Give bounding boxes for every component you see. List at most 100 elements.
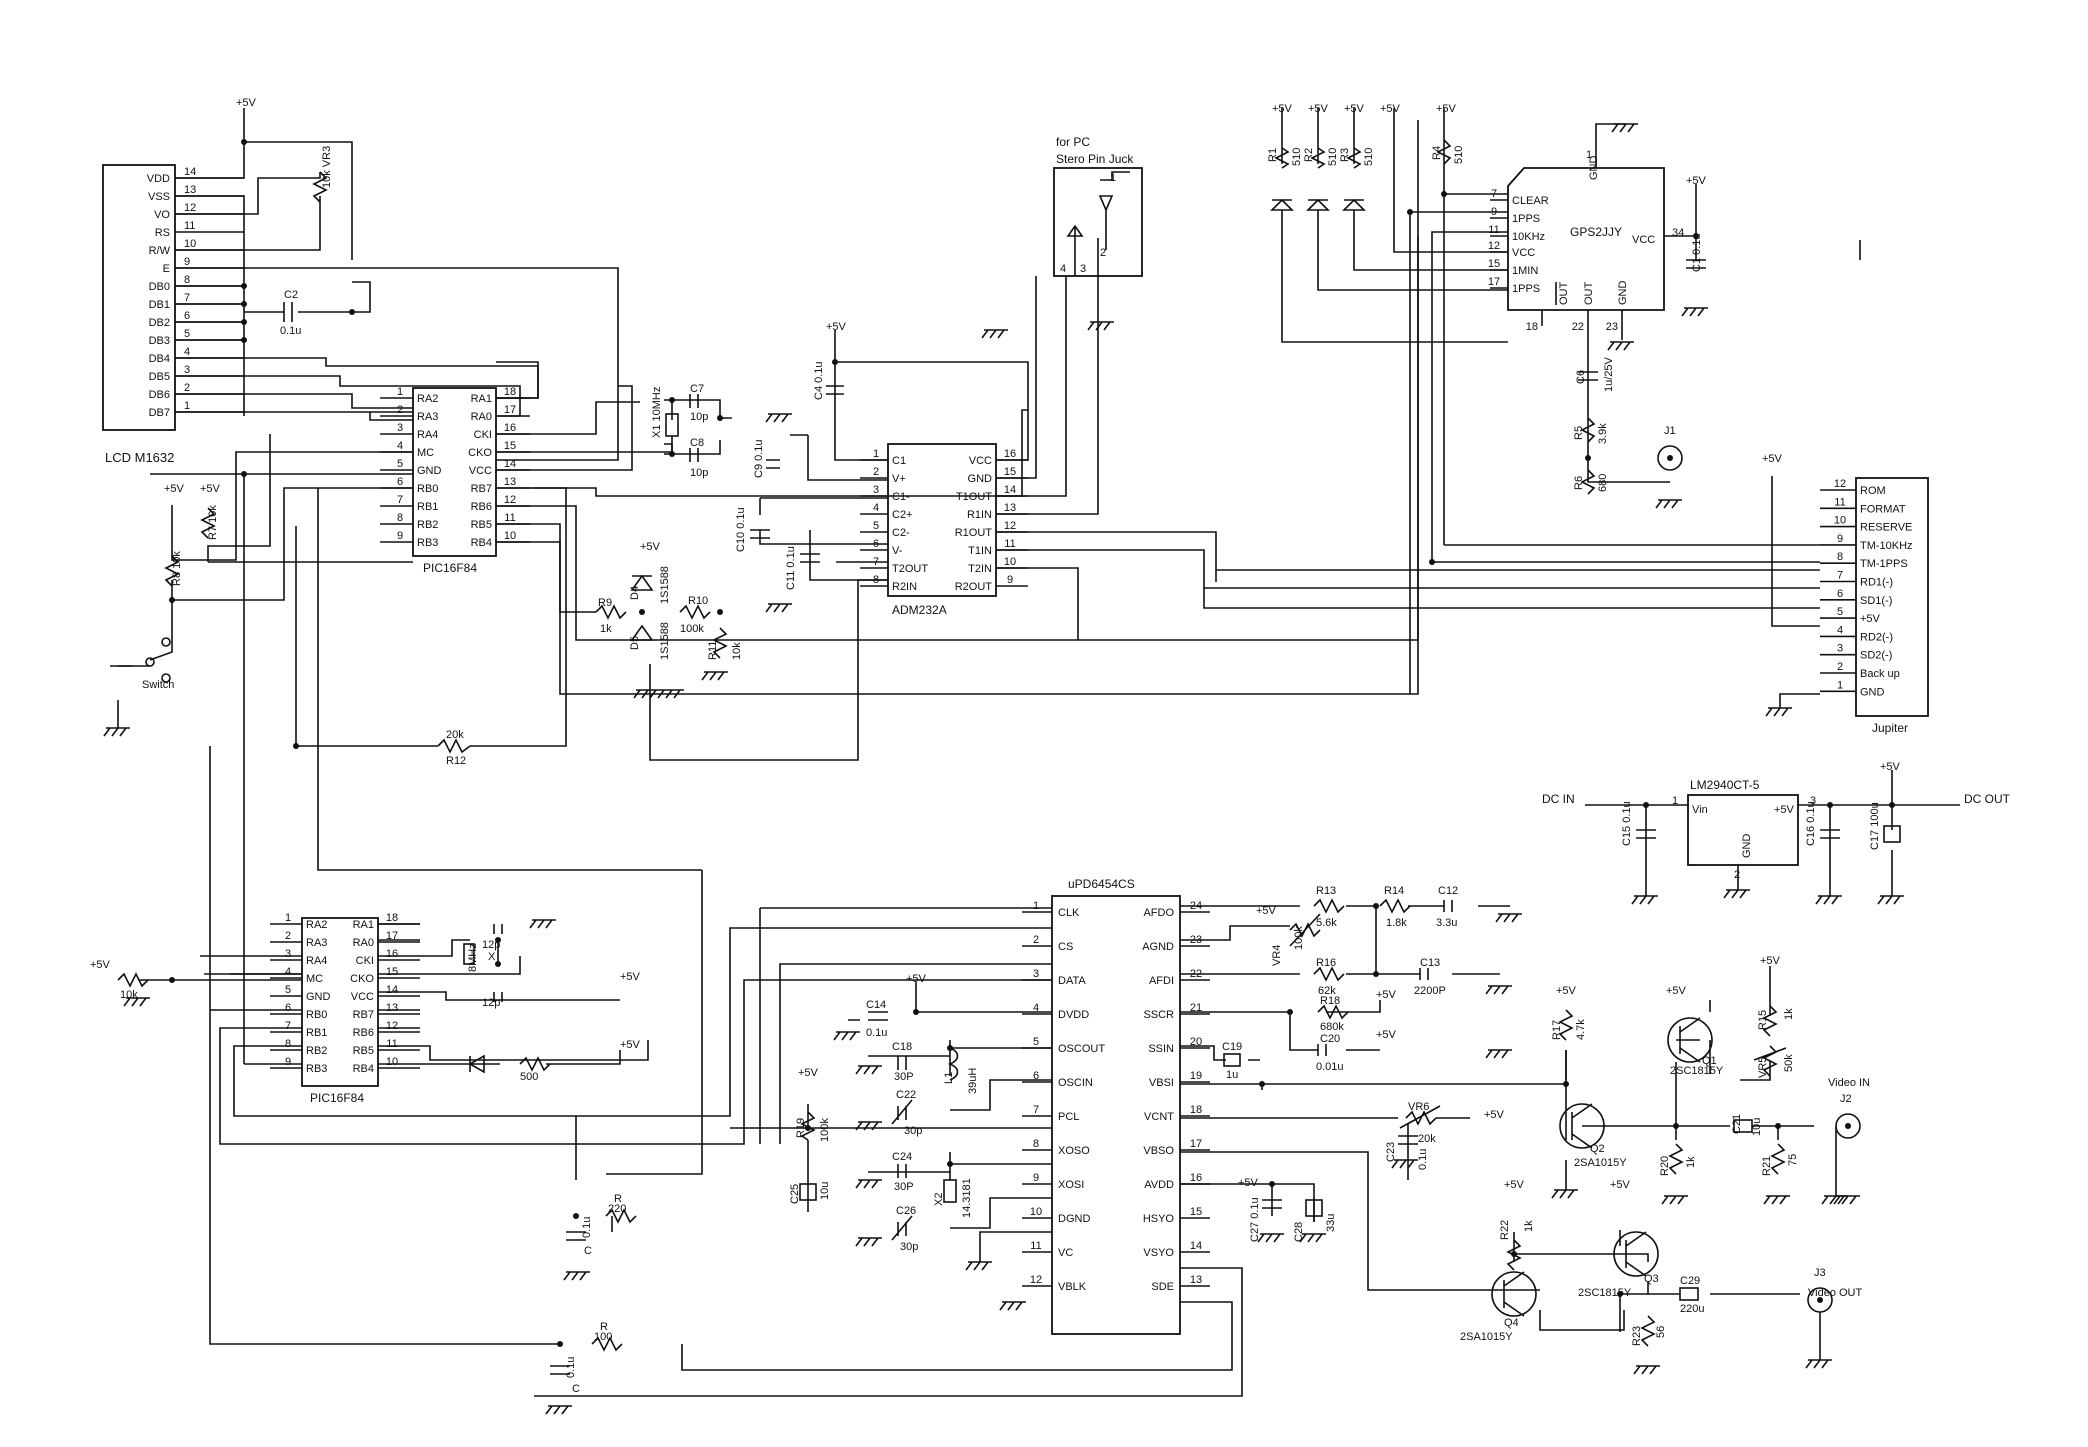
c15-label: C15 0.1u (1621, 801, 1633, 846)
upd-right-pin-number: 18 (1190, 1104, 1202, 1116)
c4-label: C4 0.1u (813, 361, 825, 400)
ground-symbol (855, 1121, 882, 1131)
pic1-name: PIC16F84 (423, 561, 477, 575)
j1-name: J1 (1664, 425, 1676, 437)
lcd-pin-label: DB0 (149, 281, 170, 293)
vcc-label-r7: +5V (200, 483, 221, 495)
ground-symbol (833, 1031, 860, 1041)
r500-label: 500 (520, 1071, 538, 1083)
dc-in-label: DC IN (1542, 792, 1575, 806)
ground-symbol (855, 1179, 882, 1189)
pic1-left-pin-label: RB0 (417, 483, 438, 495)
ground-symbol (1877, 895, 1904, 905)
r15-value: 1k (1783, 1008, 1795, 1020)
ground-symbol (1485, 985, 1512, 995)
adm-right-pin-number: 14 (1004, 484, 1016, 496)
gps-pin-number: 15 (1488, 258, 1500, 270)
adm-right-pin-number: 13 (1004, 502, 1016, 514)
pic2-left-pin-label: RB3 (306, 1063, 327, 1075)
ground-symbol (765, 413, 792, 423)
j1-jack (1657, 445, 1683, 471)
lcd-pin-number: 14 (184, 166, 196, 178)
gps-bottom-pin-label: GND (1617, 281, 1629, 306)
vcc-label-dvdd: +5V (906, 973, 927, 985)
jupiter-pin-label: SD1(-) (1860, 595, 1892, 607)
pic1-right-pin-label: RA0 (471, 411, 492, 423)
c26-name: C26 (896, 1205, 916, 1217)
vcc-label-r19: +5V (798, 1067, 819, 1079)
pic2-left-pin-label: RB0 (306, 1009, 327, 1021)
ground-symbol (103, 727, 130, 737)
upd-right-pin-number: 19 (1190, 1070, 1202, 1082)
adm-right-pin-number: 12 (1004, 520, 1016, 532)
vcc-label-r2: +5V (1308, 103, 1329, 115)
r4-name: R4 (1431, 146, 1443, 160)
jupiter-pin-number: 1 (1837, 679, 1843, 691)
pic2-left-pin-label: RA3 (306, 937, 327, 949)
ground-symbol (855, 1065, 882, 1075)
r9-value: 1k (600, 623, 612, 635)
upd-right-pin-number: 13 (1190, 1274, 1202, 1286)
gps-pin-number: 11 (1488, 224, 1499, 236)
pic1-left-pin-label: RB3 (417, 537, 438, 549)
pic1-right-pin-label: RB5 (471, 519, 492, 531)
jupiter-pins: 12ROM11FORMAT10RESERVE9TM-10KHz8TM-1PPS7… (1820, 478, 1913, 698)
vcc-label-c1: +5V (1686, 175, 1707, 187)
q2-value: 2SA1015Y (1574, 1157, 1627, 1169)
ground-symbol (701, 671, 728, 681)
r19-name: R19 (795, 1118, 807, 1138)
vr4-value: 100k (1293, 926, 1305, 950)
pic1-left-pin-label: MC (417, 447, 434, 459)
pic1-left-pin-number: 5 (397, 458, 403, 470)
q1-transistor (1667, 1017, 1713, 1063)
c26-value: 30p (900, 1241, 918, 1253)
c21-name: C21 (1731, 1114, 1743, 1134)
ground-symbol (123, 997, 150, 1007)
d5-value: 1S1588 (659, 622, 671, 660)
adm-left-pin-number: 3 (873, 484, 879, 496)
ca-name: C (584, 1245, 592, 1257)
upd-right-pin-label: VBSI (1149, 1077, 1174, 1089)
pic1-right-pin-label: RB4 (471, 537, 492, 549)
jupiter-pin-label: RESERVE (1860, 522, 1912, 534)
pic2-crystal-name: X (488, 951, 496, 963)
ground-symbol (1257, 1233, 1284, 1243)
lcd-pin-number: 6 (184, 310, 190, 322)
pic2-right-pin-number: 18 (386, 912, 398, 924)
upd-left-pin-label: OSCIN (1058, 1077, 1093, 1089)
upd-right-pin-label: SSCR (1143, 1009, 1174, 1021)
jupiter-pin-label: TM-1PPS (1860, 558, 1908, 570)
cb-value: 0.1u (565, 1357, 577, 1378)
pic1-left-pin-number: 9 (397, 530, 403, 542)
upd-right-pin-number: 15 (1190, 1206, 1202, 1218)
adm-right-pin-number: 10 (1004, 556, 1016, 568)
adm-right-pin-label: T1IN (968, 545, 992, 557)
pic2-right-pin-number: 11 (386, 1038, 397, 1050)
r17-name: R17 (1551, 1020, 1563, 1040)
vcc-label-vr4: +5V (1256, 905, 1277, 917)
c21-value: 10u (1751, 1118, 1763, 1136)
pic1-left-pin-number: 6 (397, 476, 403, 488)
c8-value: 10p (690, 467, 708, 479)
ground-symbol (855, 1237, 882, 1247)
r12-name: R12 (446, 755, 466, 767)
pic2-right-pin-label: VCC (351, 991, 374, 1003)
jupiter-pin-number: 12 (1834, 478, 1846, 490)
q1-name: Q1 (1702, 1055, 1717, 1067)
pic2-right-pin-number: 16 (386, 948, 398, 960)
ground-symbol (1763, 1195, 1790, 1205)
c25-name: C25 (789, 1184, 801, 1204)
lcd-pin-number: 11 (184, 220, 195, 232)
r6-name: R6 (1573, 476, 1585, 490)
pic2-c-bottom: 12p (482, 997, 500, 1009)
stereo-jack: for PC Stero Pin Juck 1 2 3 4 (1053, 135, 1143, 277)
r1-name: R1 (1267, 148, 1279, 162)
vr3-label: 10k VR3 (321, 146, 333, 188)
ground-symbol (563, 1271, 590, 1281)
r16-value: 62k (1318, 985, 1336, 997)
r13-value: 5.6k (1316, 917, 1337, 929)
r4-value: 510 (1453, 146, 1465, 164)
jupiter-connector: Jupiter 12ROM11FORMAT10RESERVE9TM-10KHz8… (1820, 477, 1929, 735)
lcd-pin-number: 3 (184, 364, 190, 376)
c18-name: C18 (892, 1041, 912, 1053)
